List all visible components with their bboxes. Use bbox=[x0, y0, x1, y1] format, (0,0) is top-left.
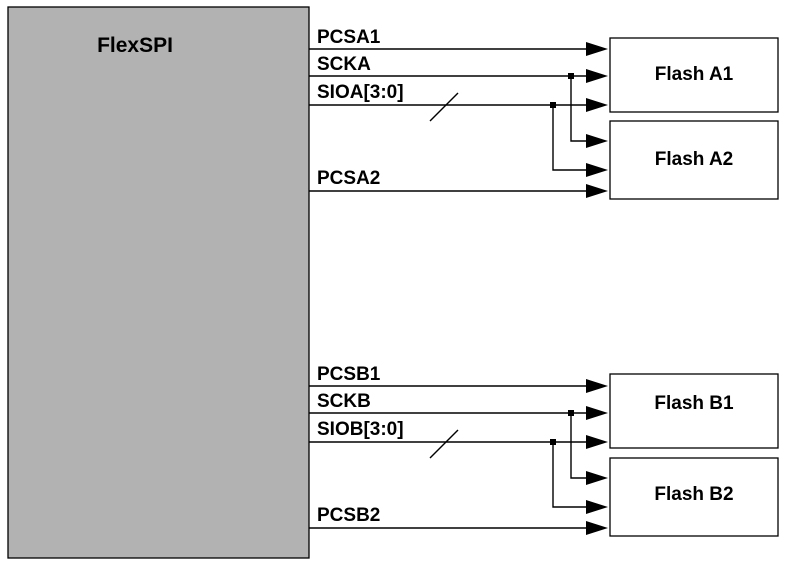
wire-sckb-branch bbox=[570, 413, 588, 479]
flexspi-controller-block bbox=[7, 6, 310, 559]
arrow-pcsb1 bbox=[586, 379, 608, 393]
flash-a1-label: Flash A1 bbox=[655, 64, 734, 85]
bus-slash-siob bbox=[429, 429, 459, 459]
arrow-siob-flash-b1 bbox=[586, 435, 608, 449]
flash-b2-label: Flash B2 bbox=[654, 484, 733, 505]
wire-scka-branch bbox=[570, 76, 588, 142]
arrow-pcsa1 bbox=[586, 42, 608, 56]
signal-label-sioa: SIOA[3:0] bbox=[317, 82, 404, 103]
wire-sioa-branch bbox=[552, 105, 588, 171]
arrow-sckb-flash-b1 bbox=[586, 406, 608, 420]
flash-b1-box bbox=[609, 373, 779, 449]
flash-a2-box bbox=[609, 120, 779, 200]
flash-a2-label: Flash A2 bbox=[655, 149, 734, 170]
arrow-scka-flash-a1 bbox=[586, 69, 608, 83]
signal-label-siob: SIOB[3:0] bbox=[317, 419, 404, 440]
arrow-pcsa2 bbox=[586, 184, 608, 198]
arrow-scka-flash-a2 bbox=[586, 134, 608, 148]
arrow-sckb-flash-b2 bbox=[586, 471, 608, 485]
signal-label-pcsb2: PCSB2 bbox=[317, 505, 380, 526]
signal-label-sckb: SCKB bbox=[317, 391, 371, 412]
flash-b1-label: Flash B1 bbox=[654, 393, 734, 414]
arrow-pcsb2 bbox=[586, 521, 608, 535]
flexspi-controller-label: FlexSPI bbox=[97, 34, 173, 57]
flash-b2-box bbox=[609, 457, 779, 537]
arrow-sioa-flash-a2 bbox=[586, 163, 608, 177]
signal-label-pcsa2: PCSA2 bbox=[317, 168, 380, 189]
wire-siob-branch bbox=[552, 442, 588, 508]
flash-a1-box bbox=[609, 37, 779, 113]
signal-label-pcsa1: PCSA1 bbox=[317, 27, 381, 48]
arrow-siob-flash-b2 bbox=[586, 500, 608, 514]
signal-label-scka: SCKA bbox=[317, 54, 371, 75]
signal-label-pcsb1: PCSB1 bbox=[317, 364, 381, 385]
bus-slash-sioa bbox=[429, 92, 459, 122]
group-a: Flash A1 Flash A2 PCSA1 SCKA SIOA[3:0] P… bbox=[309, 27, 779, 200]
arrow-sioa-flash-a1 bbox=[586, 98, 608, 112]
group-b: Flash B1 Flash B2 PCSB1 SCKB SIOB[3:0] P… bbox=[309, 364, 779, 537]
